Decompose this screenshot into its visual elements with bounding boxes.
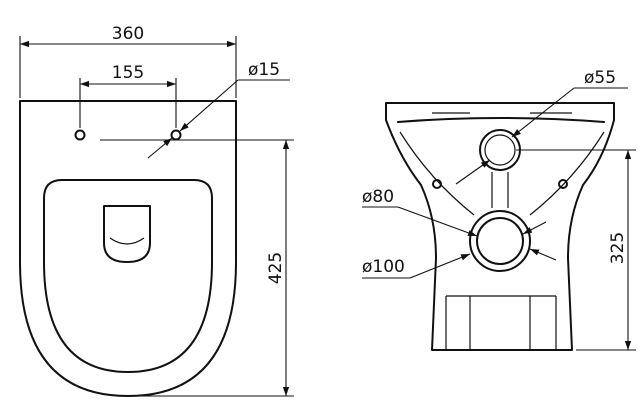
pan-inner-cavity bbox=[399, 131, 605, 216]
dim-width-label: 360 bbox=[112, 24, 144, 44]
dim-inlet-leader-lower bbox=[455, 159, 491, 185]
top-view: 360 155 ø15 425 bbox=[19, 24, 294, 397]
pan-base-detail bbox=[445, 295, 557, 350]
dim-hole-label: ø15 bbox=[248, 60, 280, 80]
dim-inlet-leader-upper bbox=[511, 87, 575, 138]
fixing-hole-right bbox=[170, 129, 182, 141]
pan-side-hole-left bbox=[432, 179, 442, 189]
dim-hole-leader-upper bbox=[179, 79, 239, 132]
bowl-inner-rim bbox=[43, 179, 213, 373]
dim-height-label: 325 bbox=[608, 232, 628, 264]
dim-outlet-inner-leader bbox=[397, 206, 478, 237]
dim-hole-leader-lower bbox=[147, 137, 173, 159]
dim-outlet-outer-leader bbox=[409, 253, 471, 279]
dim-length-label: 425 bbox=[266, 252, 286, 284]
pan-outer-outline bbox=[385, 102, 615, 351]
outlet-inner bbox=[476, 217, 524, 265]
dim-outlet-inner-leader-right bbox=[522, 221, 547, 235]
dim-outlet-outer-label: ø100 bbox=[362, 257, 405, 277]
bowl-outer-outline bbox=[19, 100, 237, 397]
outlet-outer bbox=[469, 210, 531, 272]
dim-inlet-label: ø55 bbox=[584, 68, 616, 88]
pan-rim-inner bbox=[397, 117, 605, 123]
front-view: ø55 ø80 ø100 325 bbox=[362, 68, 636, 351]
pan-side-hole-right bbox=[558, 179, 568, 189]
bowl-outlet bbox=[103, 205, 151, 263]
fixing-hole-left bbox=[74, 129, 86, 141]
dim-spacing-label: 155 bbox=[112, 63, 144, 83]
dim-outlet-outer-leader-right bbox=[529, 248, 557, 261]
inlet-inner bbox=[484, 134, 516, 166]
bowl-outlet-inner bbox=[109, 237, 145, 245]
dim-outlet-inner-label: ø80 bbox=[362, 187, 394, 207]
